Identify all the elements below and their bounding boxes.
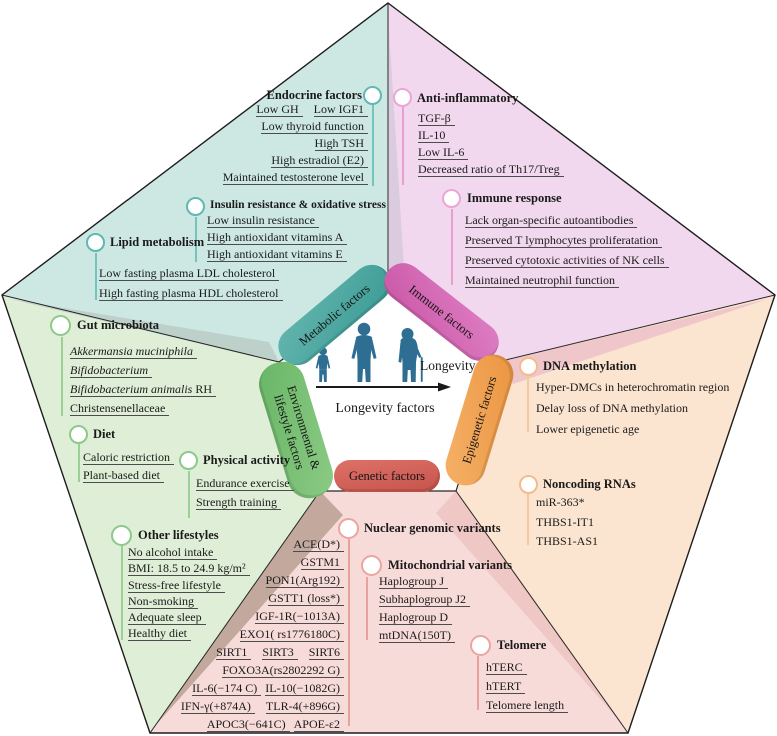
telomere-items: hTERC hTERT Telomere length: [486, 658, 569, 715]
pill-genetic-label: Genetic factors: [348, 468, 425, 483]
pill-genetic-factors: Genetic factors: [334, 460, 440, 492]
mitochondrial-variants-marker-circle: [361, 555, 382, 576]
dna-methylation-marker-circle: [519, 357, 538, 376]
mitochondrial-variants-items: Haplogroup J Subhaplogroup J2 Haplogroup…: [379, 572, 470, 644]
dna-methylation-connector-line: [527, 376, 529, 432]
nuclear-variants-connector-line: [348, 539, 350, 726]
anti-inflammatory-items: TGF-β IL-10 Low IL-6 Decreased ratio of …: [418, 110, 564, 178]
other-lifestyles-marker-circle: [111, 525, 132, 546]
genetic-sector: [150, 491, 628, 733]
noncoding-rnas-marker-circle: [519, 475, 538, 494]
adult-figure-icon: [351, 322, 377, 382]
telomere-marker-circle: [470, 635, 491, 656]
nuclear-variants-heading: Nuclear genomic variants: [364, 521, 501, 535]
noncoding-rnas-heading: Noncoding RNAs: [543, 477, 636, 491]
diet-marker-circle: [69, 425, 88, 444]
dna-methylation-items: Hyper-DMCs in heterochromatin region Del…: [536, 380, 730, 436]
anti-inflammatory-marker-circle: [393, 88, 412, 107]
shadow-band-lower-left: [155, 491, 343, 726]
dna-methylation-heading: DNA methylation: [543, 359, 637, 373]
longevity-label: Longevity: [420, 358, 476, 373]
endocrine-connector-line: [372, 104, 374, 186]
shadow-band-upper-left: [10, 299, 279, 362]
other-lifestyles-connector-line: [121, 546, 123, 640]
gut-microbiota-items: Akkermansia muciniphila Bifidobacterium …: [70, 342, 216, 418]
lipid-heading: Lipid metabolism: [110, 235, 205, 249]
diet-connector-line: [78, 444, 80, 482]
insulin-items: Low insulin resistance High antioxidant …: [207, 212, 348, 263]
other-lifestyles-heading: Other lifestyles: [138, 528, 219, 542]
diet-items: Caloric restriction Plant-based diet: [83, 448, 174, 484]
immune-response-items: Lack organ-specific autoantibodies Prese…: [465, 210, 669, 290]
physical-activity-heading: Physical activity: [203, 453, 291, 467]
endocrine-marker-circle: [363, 86, 382, 105]
mitochondrial-variants-heading: Mitochondrial variants: [388, 558, 512, 572]
shadow-band-top: [389, 30, 404, 283]
gut-microbiota-connector-line: [61, 337, 63, 416]
insulin-marker-circle: [186, 197, 205, 216]
physical-activity-marker-circle: [179, 451, 198, 470]
immune-response-marker-circle: [442, 189, 461, 208]
immune-sector: [388, 3, 775, 362]
lipid-items: Low fasting plasma LDL cholesterol High …: [99, 263, 283, 303]
gut-microbiota-heading: Gut microbiota: [77, 318, 160, 332]
lipid-connector-line: [95, 253, 97, 300]
telomere-heading: Telomere: [497, 638, 547, 652]
elderly-figure-icon: [398, 328, 423, 382]
environmental-sector: [2, 295, 320, 733]
other-lifestyles-items: No alcohol intake BMI: 18.5 to 24.9 kg/m…: [128, 544, 250, 642]
nuclear-variants-items: ACE(D*) GSTM1 PON1(Arg192) GSTT1 (loss*)…: [180, 535, 344, 733]
insulin-connector-line: [195, 217, 197, 262]
noncoding-rnas-items: miR-363* THBS1-IT1 THBS1-AS1: [536, 495, 599, 548]
shadow-band-upper-right: [497, 299, 768, 384]
noncoding-rnas-connector-line: [527, 494, 529, 545]
lipid-marker-circle: [86, 233, 105, 252]
physical-activity-items: Endurance exercise Strength training: [196, 474, 294, 512]
gut-microbiota-marker-circle: [50, 315, 71, 336]
diet-heading: Diet: [93, 427, 116, 441]
epigenetic-sector: [456, 295, 775, 733]
cane-icon: [420, 357, 423, 382]
longevity-caption: Longevity factors: [335, 401, 435, 416]
physical-activity-connector-line: [188, 471, 190, 518]
nuclear-variants-marker-circle: [338, 518, 359, 539]
immune-response-connector-line: [451, 209, 453, 285]
shadow-band-lower-right: [436, 491, 624, 726]
immune-response-heading: Immune response: [467, 191, 562, 205]
telomere-connector-line: [477, 656, 479, 710]
growth-figures-icon: [315, 322, 423, 382]
insulin-heading: Insulin resistance & oxidative stress: [210, 199, 386, 211]
anti-inflammatory-connector-line: [402, 107, 404, 185]
sector-divider-lines: [1, 3, 776, 734]
endocrine-heading: Endocrine factors: [266, 88, 362, 102]
anti-inflammatory-heading: Anti-inflammatory: [417, 91, 519, 105]
longevity-arrow-icon: [316, 382, 451, 392]
metabolic-sector: [2, 3, 388, 362]
mitochondrial-variants-connector-line: [366, 577, 368, 640]
